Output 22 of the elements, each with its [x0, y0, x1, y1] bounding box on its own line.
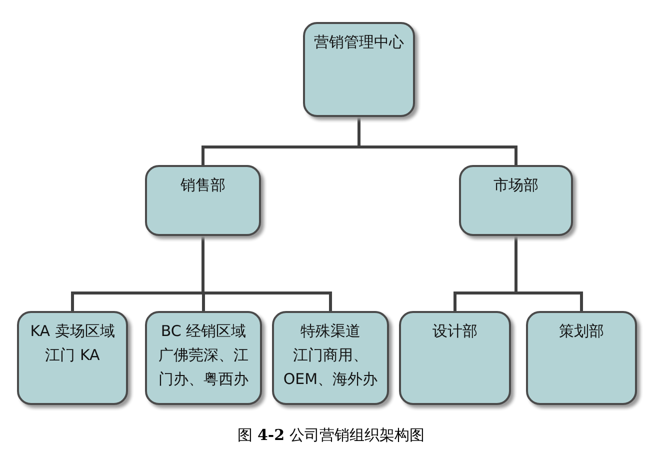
box-title: 营销管理中心	[313, 32, 405, 53]
figure-caption: 图 4-2 公司营销组织架构图	[238, 426, 424, 445]
box-title: 销售部	[180, 175, 226, 196]
org-box	[17, 311, 128, 405]
box-text: 广佛莞深、江门办、粤西办	[158, 345, 250, 390]
box-title: KA 卖场区域	[29, 321, 116, 342]
box-text: 江门 KA	[44, 345, 101, 366]
org-box	[145, 311, 262, 405]
box-title: 特殊渠道	[300, 321, 362, 342]
org-box	[399, 311, 511, 405]
org-box	[145, 165, 261, 236]
box-text: 江门商用、OEM、海外办	[282, 345, 379, 390]
org-box	[526, 311, 637, 405]
connector-line	[358, 117, 518, 165]
connector-line	[514, 236, 583, 311]
org-box	[459, 165, 573, 236]
box-title: 市场部	[492, 175, 540, 196]
box-title: BC 经销区域	[160, 321, 248, 342]
box-title: 设计部	[432, 321, 478, 342]
org-box	[272, 311, 389, 405]
box-title: 策划部	[558, 321, 605, 342]
org-box	[303, 22, 415, 117]
